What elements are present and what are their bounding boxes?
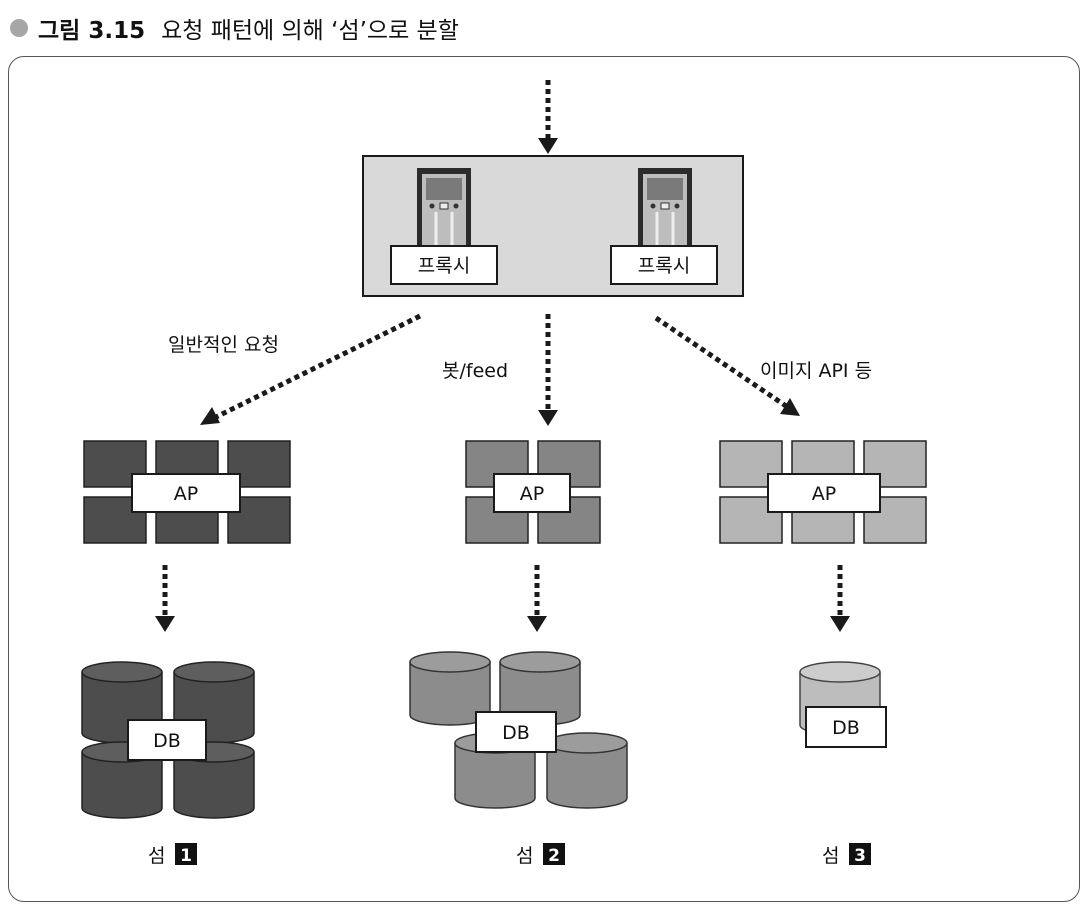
proxy-label: 프록시 [418, 255, 470, 277]
proxy-server-2: 프록시 [610, 168, 718, 285]
ap-cluster-1: AP [83, 440, 291, 544]
route-arrow-1 [212, 313, 422, 421]
island-number: 1 [180, 846, 192, 866]
route-label-bot-feed: 봇/feed [442, 360, 508, 382]
route-label-general: 일반적인 요청 [168, 334, 279, 356]
figure-title: 요청 패턴에 의해 ‘섬’으로 분할 [161, 18, 459, 44]
bullet-icon [10, 19, 28, 37]
island-name: 섬 [822, 845, 839, 867]
database-icon [499, 651, 581, 726]
ap-db-arrowhead-3 [830, 616, 850, 632]
proxy-server-1: 프록시 [390, 168, 498, 285]
diagram-frame [8, 56, 1080, 902]
db-cluster-3: DB [799, 661, 887, 748]
db-label: DB [502, 722, 530, 744]
island-label-3: 섬 3 [822, 843, 871, 867]
db-label: DB [832, 717, 860, 739]
proxy-label-box [610, 245, 718, 285]
route-arrowhead-1 [200, 407, 220, 425]
route-arrowhead-2 [538, 410, 558, 426]
island-number: 2 [548, 846, 560, 866]
ap-db-arrowhead-1 [155, 616, 175, 632]
ap-label-box [767, 473, 881, 513]
island-name: 섬 [148, 845, 165, 867]
route-label-image-api: 이미지 API 등 [760, 360, 872, 382]
proxy-label: 프록시 [638, 255, 690, 277]
ap-label: AP [520, 483, 544, 505]
island-number: 3 [854, 846, 866, 866]
figure-caption: 그림 3.15 요청 패턴에 의해 ‘섬’으로 분할 [10, 8, 459, 48]
island-label-1: 섬 1 [148, 843, 197, 867]
island-number-badge [849, 843, 871, 865]
proxy-label-box [390, 245, 498, 285]
database-icon [546, 732, 628, 809]
island-number-badge [175, 843, 197, 865]
ap-label-box [131, 473, 241, 513]
db-cluster-1: DB [81, 661, 255, 819]
ap-label: AP [812, 483, 836, 505]
route-arrowhead-3 [780, 398, 800, 416]
ap-cluster-2: AP [465, 440, 601, 544]
ap-db-arrowhead-2 [527, 616, 547, 632]
island-number-badge [543, 843, 565, 865]
ap-cluster-3: AP [719, 440, 927, 544]
figure-label: 그림 3.15 [38, 18, 146, 44]
db-label-box [805, 706, 887, 748]
db-label: DB [153, 730, 181, 752]
island-label-2: 섬 2 [516, 843, 565, 867]
island-name: 섬 [516, 845, 533, 867]
db-label-box [127, 719, 207, 761]
db-label-box [475, 711, 557, 753]
incoming-arrowhead [538, 138, 558, 154]
ap-label: AP [174, 483, 198, 505]
db-cluster-2: DB [409, 651, 628, 809]
route-arrow-3 [654, 315, 788, 409]
ap-label-box [493, 473, 571, 513]
